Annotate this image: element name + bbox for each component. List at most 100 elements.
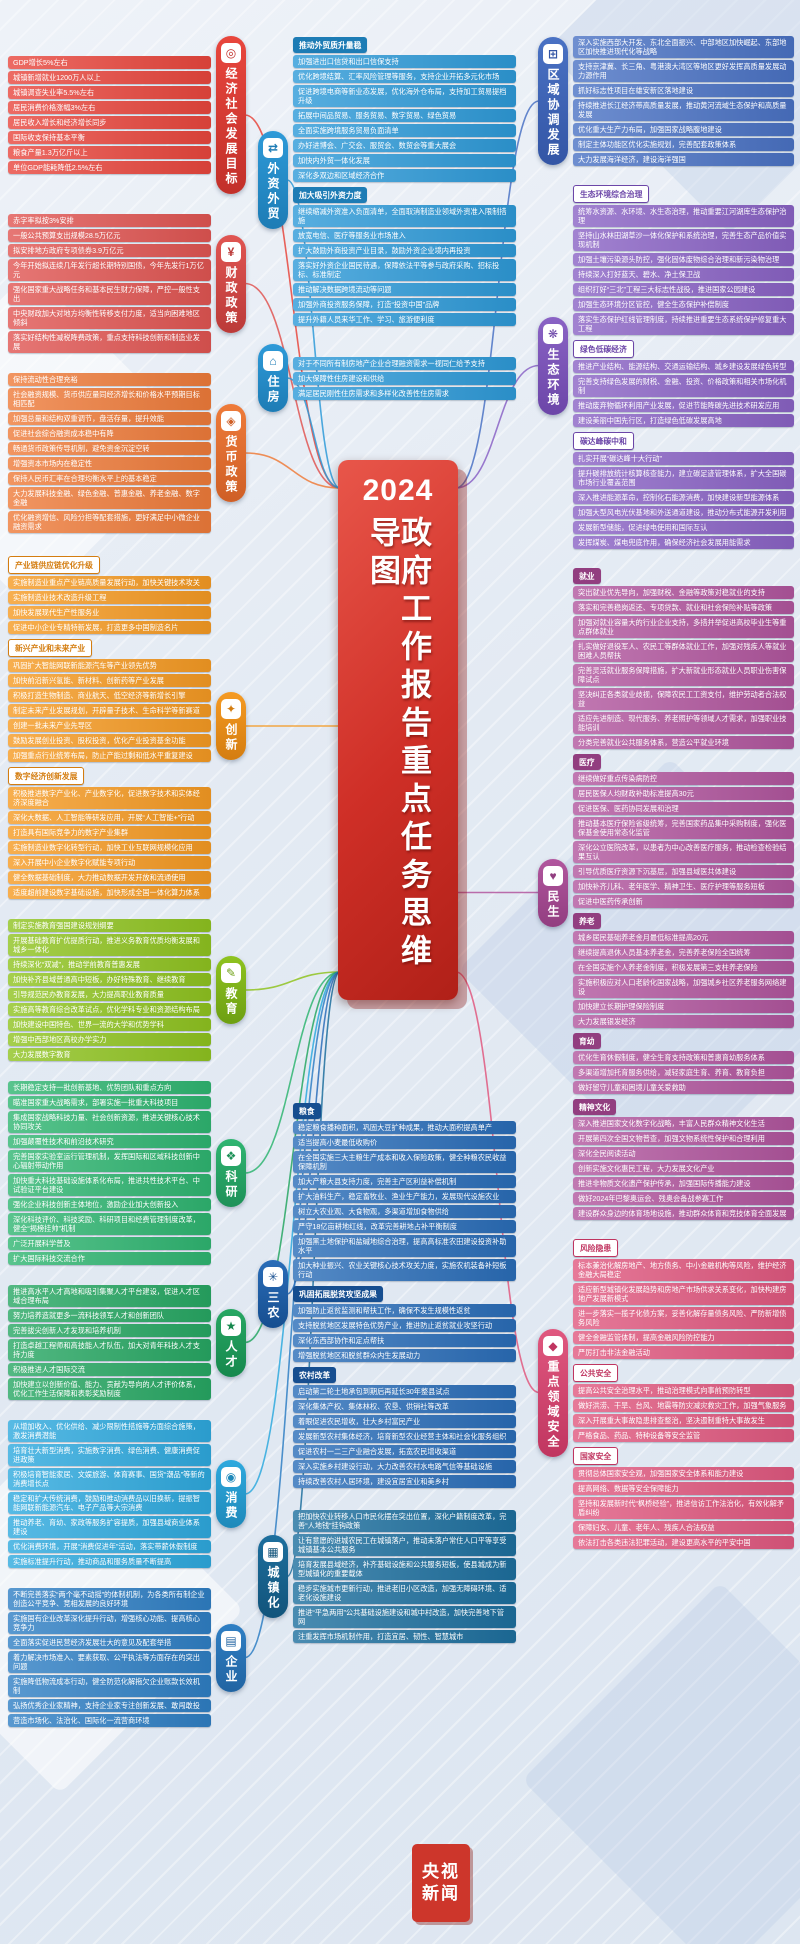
group-header: 就业 [573, 568, 601, 584]
task-item: 深入推进国家文化数字化战略，丰富人民群众精神文化生活 [573, 1117, 794, 1130]
task-item: 培育壮大新型消费，实施数字消费、绿色消费、健康消费促进政策 [8, 1444, 211, 1466]
task-item: 长期稳定支持一批创新基地、优势团队和重点方向 [8, 1081, 211, 1094]
task-item: 实施积极应对人口老龄化国家战略，加强城乡社区养老服务网络建设 [573, 976, 794, 998]
branch-consumption: 从增加收入、优化供给、减少限制性措施等方面综合施策，激发消费潜能培育壮大新型消费… [8, 1420, 246, 1568]
task-item: 提高网络、数据等安全保障能力 [573, 1482, 794, 1495]
task-item: 办好进博会、广交会、服贸会、数贸会等重大展会 [293, 139, 516, 152]
group-header: 养老 [573, 913, 601, 929]
security-icon: ◆ [543, 1335, 563, 1356]
task-item: 稳定和扩大传统消费，鼓励和推动消费品以旧换新，提振智能网联新能源汽车、电子产品等… [8, 1492, 211, 1514]
task-item: 推动废弃物循环利用产业发展，促进节能降碳先进技术研发应用 [573, 399, 794, 412]
branch-label-text: 外资外贸 [266, 162, 280, 222]
task-item: 让有意愿的进城农民工在城镇落户，推动未落户常住人口平等享受城镇基本公共服务 [293, 1534, 516, 1556]
task-item: 提升碳排放统计核算核查能力，建立碳足迹管理体系，扩大全国碳市场行业覆盖范围 [573, 467, 794, 489]
task-item: 居民消费价格涨幅3%左右 [8, 101, 211, 114]
branch-items-enterprise: 不断完善落实“两个毫不动摇”的体制机制，为各类所有制企业创造公平竞争、竞相发展的… [8, 1588, 211, 1727]
group-header: 育幼 [573, 1033, 601, 1049]
task-item: 加大产粮大县支持力度，完善主产区利益补偿机制 [293, 1175, 516, 1188]
task-item: 创建一批未来产业先导区 [8, 719, 211, 732]
task-item: 大力发展海洋经济，建设海洋强国 [573, 153, 794, 166]
task-item: 放宽电信、医疗等服务业市场准入 [293, 229, 516, 242]
task-item: 粮食产量1.3万亿斤以上 [8, 146, 211, 159]
task-item: 在全国实施个人养老金制度，积极发展第三支柱养老保险 [573, 961, 794, 974]
logo-line-1: 央视 [422, 1861, 460, 1881]
task-item: 突出就业优先导向，加强财税、金融等政策对稳就业的支持 [573, 586, 794, 599]
branch-items-innovation: 产业链供应链优化升级实施制造业重点产业链高质量发展行动，加快关键技术攻关实施制造… [8, 553, 211, 899]
ecology-icon: ❋ [543, 323, 563, 344]
innovation-icon: ✦ [221, 699, 241, 719]
task-item: 加大种业振兴、农业关键核心技术攻关力度，实施农机装备补短板行动 [293, 1259, 516, 1281]
task-item: 支持脱贫地区发展特色优势产业，推进防止返贫就业攻坚行动 [293, 1319, 516, 1332]
task-item: 提升外籍人员来华工作、学习、旅游便利度 [293, 313, 516, 326]
task-item: 严守18亿亩耕地红线，改革完善耕地占补平衡制度 [293, 1220, 516, 1233]
economy-icon: ◎ [221, 43, 241, 63]
task-item: 支持京津冀、长三角、粤港澳大湾区等地区更好发挥高质量发展动力源作用 [573, 60, 794, 82]
branch-research: 长期稳定支持一批创新基地、优势团队和重点方向瞄准国家重大战略需求，部署实施一批重… [8, 1081, 246, 1265]
task-item: 继续缩减外资准入负面清单，全面取消制造业领域外资准入限制措施 [293, 205, 516, 227]
task-item: 深化大数据、人工智能等研发应用，开展“人工智能+”行动 [8, 811, 211, 824]
task-item: 城乡居民基础养老金月最低标准提高20元 [573, 931, 794, 944]
branch-label-text: 经济社会发展目标 [224, 67, 238, 187]
monetary-icon: ◈ [221, 411, 241, 431]
task-item: 深入推进能源革命，控制化石能源消费，加快建设新型能源体系 [573, 491, 794, 504]
branch-label-urbanization: ▦城镇化 [258, 1535, 288, 1618]
branch-items-talent: 推进高水平人才高地和吸引集聚人才平台建设，促进人才区域合理布局努力培养造就更多一… [8, 1285, 211, 1400]
branch-label-talent: ★人才 [216, 1308, 246, 1377]
task-item: 巩固扩大智能网联新能源汽车等产业领先优势 [8, 659, 211, 672]
task-item: 推进非物质文化遗产保护传承，加强国际传播能力建设 [573, 1177, 794, 1190]
branch-minsheng: ♥民生就业突出就业优先导向，加强财税、金融等政策对稳就业的支持落实和完善稳岗返还… [538, 565, 794, 1220]
task-item: 推进“平急两用”公共基础设施建设和城中村改造，加快完善地下管网 [293, 1606, 516, 1628]
task-item: 适当提高小麦最低收购价 [293, 1136, 516, 1149]
task-item: 实施制造业重点产业链高质量发展行动，加快关键技术攻关 [8, 576, 211, 589]
task-item: 弘扬优秀企业家精神，支持企业家专注创新发展、敢闯敢投 [8, 1699, 211, 1712]
task-item: 扎实做好退役军人、农民工等群体就业工作，加强对残疾人等就业困难人员帮扶 [573, 640, 794, 662]
sannong-icon: ✳ [263, 1267, 283, 1287]
task-item: 深化多双边和区域经济合作 [293, 169, 516, 182]
task-item: 积极培育智能家居、文娱旅游、体育赛事、国货“潮品”等新的消费增长点 [8, 1468, 211, 1490]
task-item: 优化重大生产力布局，加强国家战略腹地建设 [573, 123, 794, 136]
task-item: 适度超前建设数字基础设施，加快形成全国一体化算力体系 [8, 886, 211, 899]
branch-sannong: ✳三农粮食稳定粮食播种面积，巩固大豆扩种成果，推动大面积提高单产适当提高小麦最低… [258, 1100, 516, 1488]
task-item: 完善国家实验室运行管理机制，发挥国际和区域科技创新中心辐射带动作用 [8, 1150, 211, 1172]
task-item: 加快发展现代生产性服务业 [8, 606, 211, 619]
task-item: 培育发展县域经济，补齐基础设施和公共服务短板，使县城成为新型城镇化的重要载体 [293, 1558, 516, 1580]
task-item: 积极推进数字产业化、产业数字化，促进数字技术和实体经济深度融合 [8, 787, 211, 809]
branch-label-economy: ◎ 经济社会发展目标 [216, 36, 246, 194]
column-middle-bottom: ✳三农粮食稳定粮食播种面积，巩固大豆扩种成果，推动大面积提高单产适当提高小麦最低… [258, 1100, 516, 1643]
task-item: 促进中医药传承创新 [573, 895, 794, 908]
task-item: 促进跨境电商等新业态发展，优化海外仓布局，支持加工贸易提档升级 [293, 85, 516, 107]
task-item: 深入开展重大事故隐患排查整治，坚决遏制重特大事故发生 [573, 1414, 794, 1427]
branch-items-sannong: 粮食稳定粮食播种面积，巩固大豆扩种成果，推动大面积提高单产适当提高小麦最低收购价… [293, 1100, 516, 1488]
task-item: 深入开展中小企业数字化赋能专项行动 [8, 856, 211, 869]
task-item: 建设美丽中国先行区，打造绿色低碳发展高地 [573, 414, 794, 427]
housing-icon: ⌂ [263, 351, 283, 371]
fiscal-icon: ¥ [221, 241, 241, 262]
task-item: 加强重点行业统筹布局，防止产能过剩和低水平重复建设 [8, 749, 211, 762]
task-item: 集成国家战略科技力量、社会创新资源，推进关键核心技术协同攻关 [8, 1111, 211, 1133]
task-item: 分类完善就业公共服务体系，营造公平就业环境 [573, 736, 794, 749]
task-item: 深化东西部协作和定点帮扶 [293, 1334, 516, 1347]
task-item: 加快补齐儿科、老年医学、精神卫生、医疗护理等服务短板 [573, 880, 794, 893]
branch-label-text: 住房 [266, 375, 280, 405]
task-item: 城镇新增就业1200万人以上 [8, 71, 211, 84]
regional-icon: ⊞ [543, 44, 563, 64]
task-item: 在全国实施三大主粮生产成本和收入保险政策，健全种粮农民收益保障机制 [293, 1151, 516, 1173]
task-item: 健全金融监管体制，提高金融风险防控能力 [573, 1331, 794, 1344]
task-item: 居民收入增长和经济增长同步 [8, 116, 211, 129]
task-item: 制定未来产业发展规划，开辟量子技术、生命科学等新赛道 [8, 704, 211, 717]
task-item: 持续深化“双减”，推动学前教育普惠发展 [8, 958, 211, 971]
task-item: 实施降低物流成本行动，健全防范化解拖欠企业账款长效机制 [8, 1675, 211, 1697]
task-item: 大力发展数字教育 [8, 1048, 211, 1061]
branch-housing: ⌂住房对于不同所有制房地产企业合理融资需求一视同仁给予支持加大保障性住房建设和供… [258, 344, 516, 412]
task-item: 积极打造生物制造、商业航天、低空经济等新增长引擎 [8, 689, 211, 702]
task-item: 发展新型农村集体经济，培育新型农业经营主体和社会化服务组织 [293, 1430, 516, 1443]
task-item: 保持人民币汇率在合理均衡水平上的基本稳定 [8, 472, 211, 485]
task-item: 适应先进制造、现代服务、养老照护等领域人才需求，加强职业技能培训 [573, 712, 794, 734]
branch-talent: 推进高水平人才高地和吸引集聚人才平台建设，促进人才区域合理布局努力培养造就更多一… [8, 1285, 246, 1400]
task-item: 实施高等教育综合改革试点，优化学科专业和资源结构布局 [8, 1003, 211, 1016]
task-item: 推进产业结构、能源结构、交通运输结构、城乡建设发展绿色转型 [573, 360, 794, 373]
task-item: 稳定粮食播种面积，巩固大豆扩种成果，推动大面积提高单产 [293, 1121, 516, 1134]
task-item: 瞄准国家重大战略需求，部署实施一批重大科技项目 [8, 1096, 211, 1109]
task-item: 促进中小企业专精特新发展，打造更多中国制造名片 [8, 621, 211, 634]
task-item: 加强土壤污染源头防控，强化固体废物综合治理和新污染物治理 [573, 253, 794, 266]
